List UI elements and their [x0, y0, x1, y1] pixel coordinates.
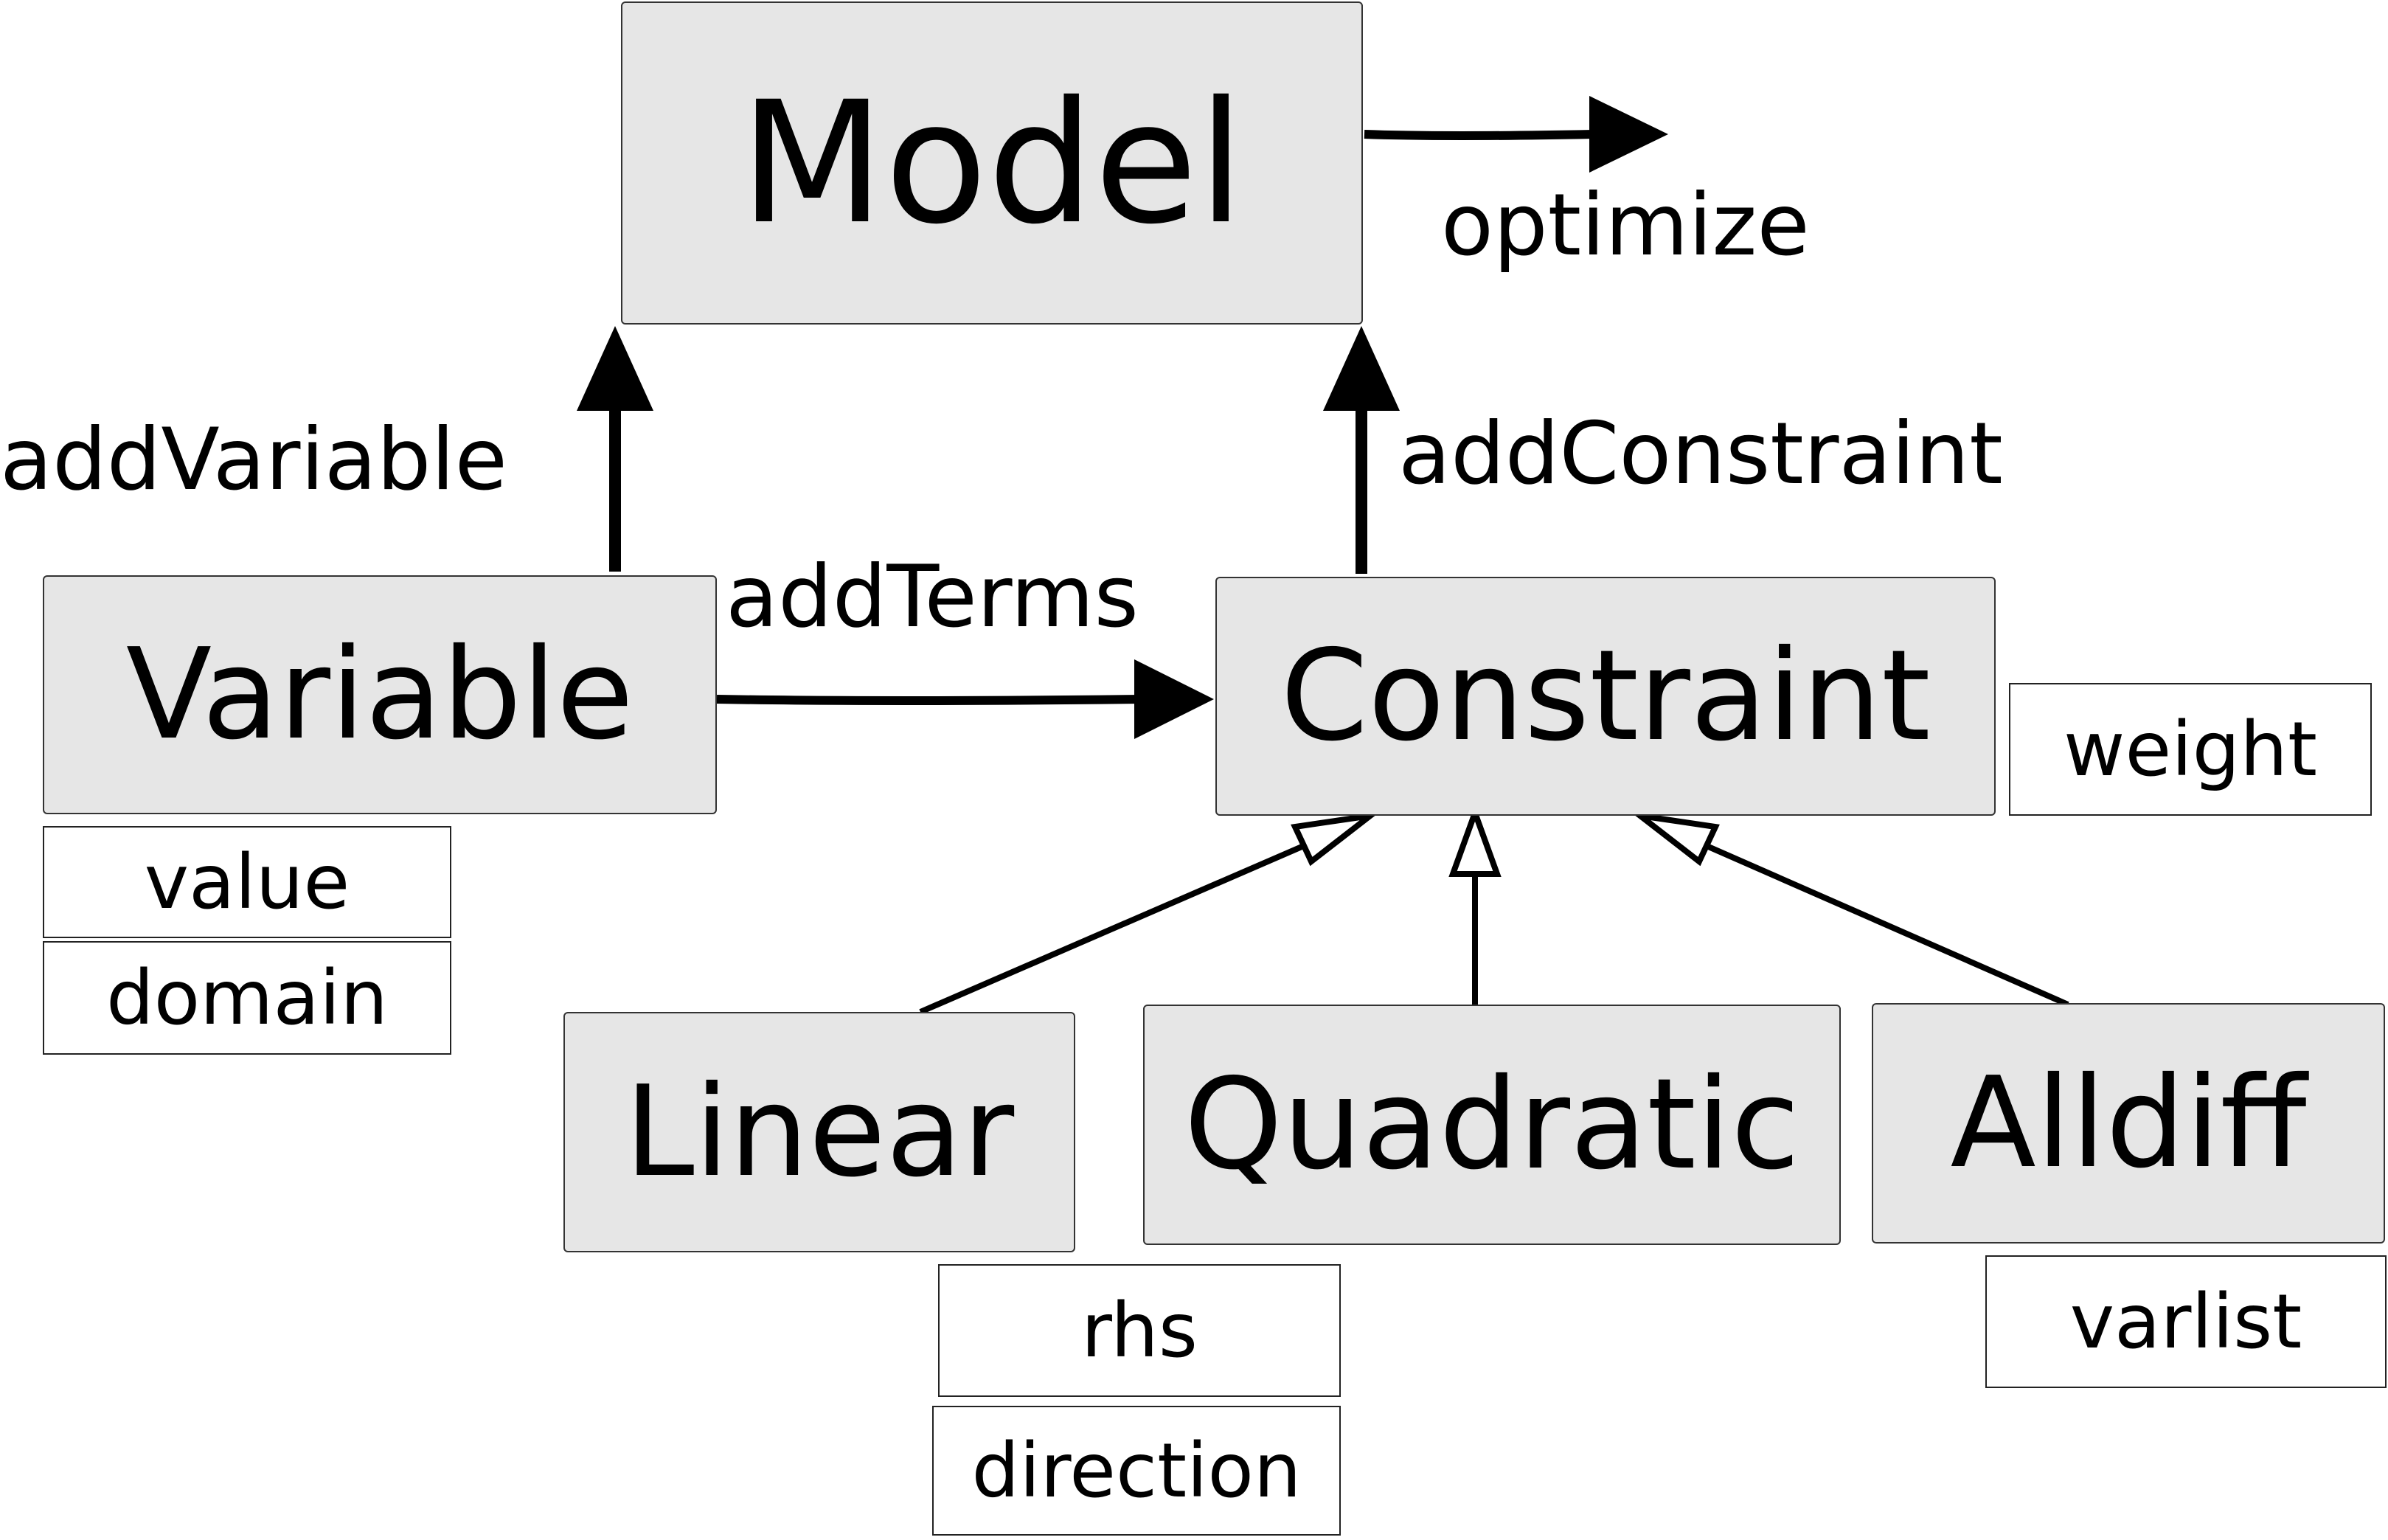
add-terms-arrow	[716, 659, 1214, 739]
model-class-label: Model	[739, 65, 1245, 261]
variable-attribute-domain: domain	[43, 941, 451, 1055]
add-variable-arrow	[577, 326, 653, 572]
variable-class-label: Variable	[125, 622, 634, 768]
model-class: Model	[621, 1, 1363, 325]
alldiff-attribute-varlist: varlist	[1985, 1255, 2387, 1388]
linear-attribute-direction: direction	[932, 1406, 1341, 1536]
optimize-label: optimize	[1441, 176, 1810, 275]
linear-class: Linear	[563, 1012, 1075, 1252]
constraint-class-label: Constraint	[1280, 623, 1931, 769]
alldiff-class: Alldiff	[1872, 1003, 2385, 1244]
alldiff-class-label: Alldiff	[1950, 1050, 2307, 1196]
quadratic-class-label: Quadratic	[1184, 1052, 1800, 1198]
add-constraint-label: addConstraint	[1398, 404, 2003, 504]
constraint-class: Constraint	[1215, 577, 1996, 816]
variable-attribute-value: value	[43, 826, 451, 938]
optimize-arrow	[1364, 96, 1668, 173]
quadratic-class: Quadratic	[1143, 1005, 1841, 1245]
add-terms-label: addTerms	[726, 547, 1139, 647]
add-variable-label: addVariable	[0, 410, 508, 510]
add-constraint-arrow	[1323, 326, 1400, 574]
linear-attribute-rhs: rhs	[938, 1264, 1341, 1397]
alldiff-inheritance-arrow	[1629, 811, 2069, 1007]
linear-inheritance-arrow	[919, 811, 1381, 1015]
quadratic-inheritance-arrow	[1448, 804, 1502, 1005]
constraint-attribute-weight: weight	[2009, 683, 2372, 816]
linear-class-label: Linear	[624, 1059, 1015, 1205]
variable-class: Variable	[43, 575, 717, 814]
